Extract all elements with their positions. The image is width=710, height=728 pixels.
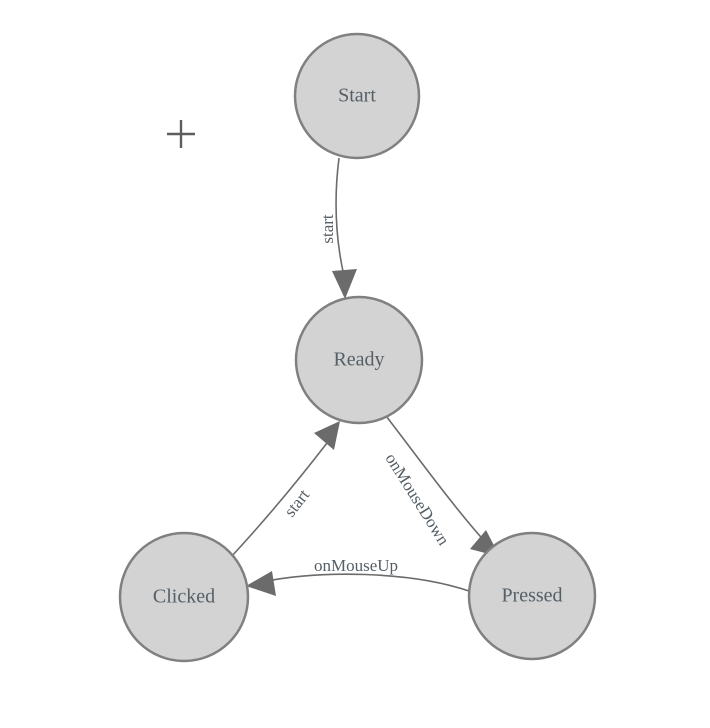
node-ready[interactable]: Ready <box>294 295 424 425</box>
node-ready-circle[interactable] <box>294 295 424 425</box>
node-clicked-circle[interactable] <box>118 531 250 663</box>
node-pressed-circle[interactable] <box>467 531 597 661</box>
edge-ready-to-pressed-path <box>382 411 488 545</box>
edge-ready-to-pressed[interactable]: onMouseDown <box>382 411 500 557</box>
edge-start-to-ready-label: start <box>318 214 337 244</box>
crosshair-icon[interactable] <box>167 120 195 148</box>
node-start-label: Start <box>338 85 376 107</box>
edge-pressed-to-clicked-arrowhead <box>246 571 276 596</box>
edge-start-to-ready[interactable]: start <box>318 157 357 299</box>
edge-clicked-to-ready-label: start <box>280 485 313 520</box>
edge-ready-to-pressed-label: onMouseDown <box>382 450 454 549</box>
node-clicked-label: Clicked <box>153 586 215 608</box>
edge-start-to-ready-path <box>335 157 345 277</box>
edge-pressed-to-clicked-path <box>261 573 470 592</box>
node-start-circle[interactable] <box>293 32 421 160</box>
node-pressed[interactable]: Pressed <box>467 531 597 661</box>
edge-clicked-to-ready[interactable]: start <box>230 421 340 558</box>
edge-pressed-to-clicked-label: onMouseUp <box>314 556 398 575</box>
node-pressed-label: Pressed <box>501 585 562 607</box>
edge-start-to-ready-arrowhead <box>332 269 357 299</box>
edge-pressed-to-clicked[interactable]: onMouseUp <box>246 556 470 596</box>
edge-clicked-to-ready-path <box>230 442 328 558</box>
node-clicked[interactable]: Clicked <box>118 531 250 663</box>
node-start[interactable]: Start <box>293 32 421 160</box>
node-ready-label: Ready <box>333 349 384 371</box>
edge-clicked-to-ready-arrowhead <box>314 421 340 450</box>
